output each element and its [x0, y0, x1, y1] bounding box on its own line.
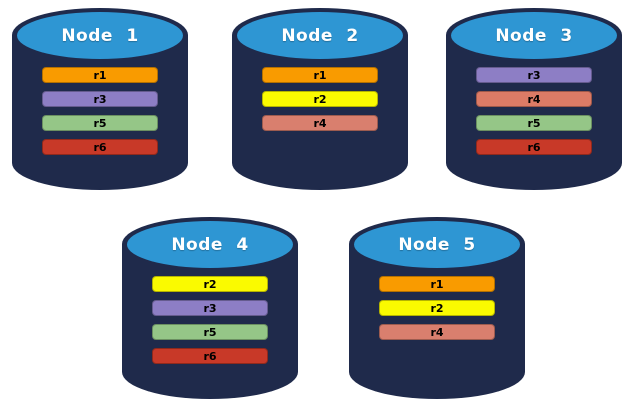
replica-bar: r2 — [262, 91, 378, 107]
database-cylinder-cap: Node 1 — [17, 12, 183, 59]
replica-bar: r1 — [379, 276, 495, 292]
node-title: Node 1 — [61, 25, 139, 46]
node-5-cylinder: Node 5 r1 r2 r4 — [349, 217, 525, 399]
replica-list: r3 r4 r5 r6 — [476, 67, 592, 155]
replica-bar: r6 — [152, 348, 268, 364]
replica-bar: r6 — [42, 139, 158, 155]
replica-list: r1 r3 r5 r6 — [42, 67, 158, 155]
replica-list: r2 r3 r5 r6 — [152, 276, 268, 364]
replica-bar: r6 — [476, 139, 592, 155]
replica-bar: r3 — [152, 300, 268, 316]
node-1-cylinder: Node 1 r1 r3 r5 r6 — [12, 8, 188, 190]
replica-bar: r4 — [476, 91, 592, 107]
replica-list: r1 r2 r4 — [262, 67, 378, 131]
replica-bar: r1 — [262, 67, 378, 83]
replica-bar: r3 — [42, 91, 158, 107]
node-2-cylinder: Node 2 r1 r2 r4 — [232, 8, 408, 190]
replica-bar: r2 — [152, 276, 268, 292]
database-cylinder-cap: Node 2 — [237, 12, 403, 59]
node-4-cylinder: Node 4 r2 r3 r5 r6 — [122, 217, 298, 399]
replica-bar: r5 — [42, 115, 158, 131]
node-title: Node 2 — [281, 25, 359, 46]
replica-list: r1 r2 r4 — [379, 276, 495, 340]
replica-bar: r5 — [476, 115, 592, 131]
replica-bar: r5 — [152, 324, 268, 340]
database-cylinder-cap: Node 5 — [354, 221, 520, 268]
replica-bar: r2 — [379, 300, 495, 316]
node-title: Node 3 — [495, 25, 573, 46]
replica-bar: r1 — [42, 67, 158, 83]
replica-bar: r4 — [262, 115, 378, 131]
node-3-cylinder: Node 3 r3 r4 r5 r6 — [446, 8, 622, 190]
node-title: Node 5 — [398, 234, 476, 255]
database-cylinder-cap: Node 4 — [127, 221, 293, 268]
node-title: Node 4 — [171, 234, 249, 255]
database-cylinder-cap: Node 3 — [451, 12, 617, 59]
replica-bar: r3 — [476, 67, 592, 83]
replica-bar: r4 — [379, 324, 495, 340]
